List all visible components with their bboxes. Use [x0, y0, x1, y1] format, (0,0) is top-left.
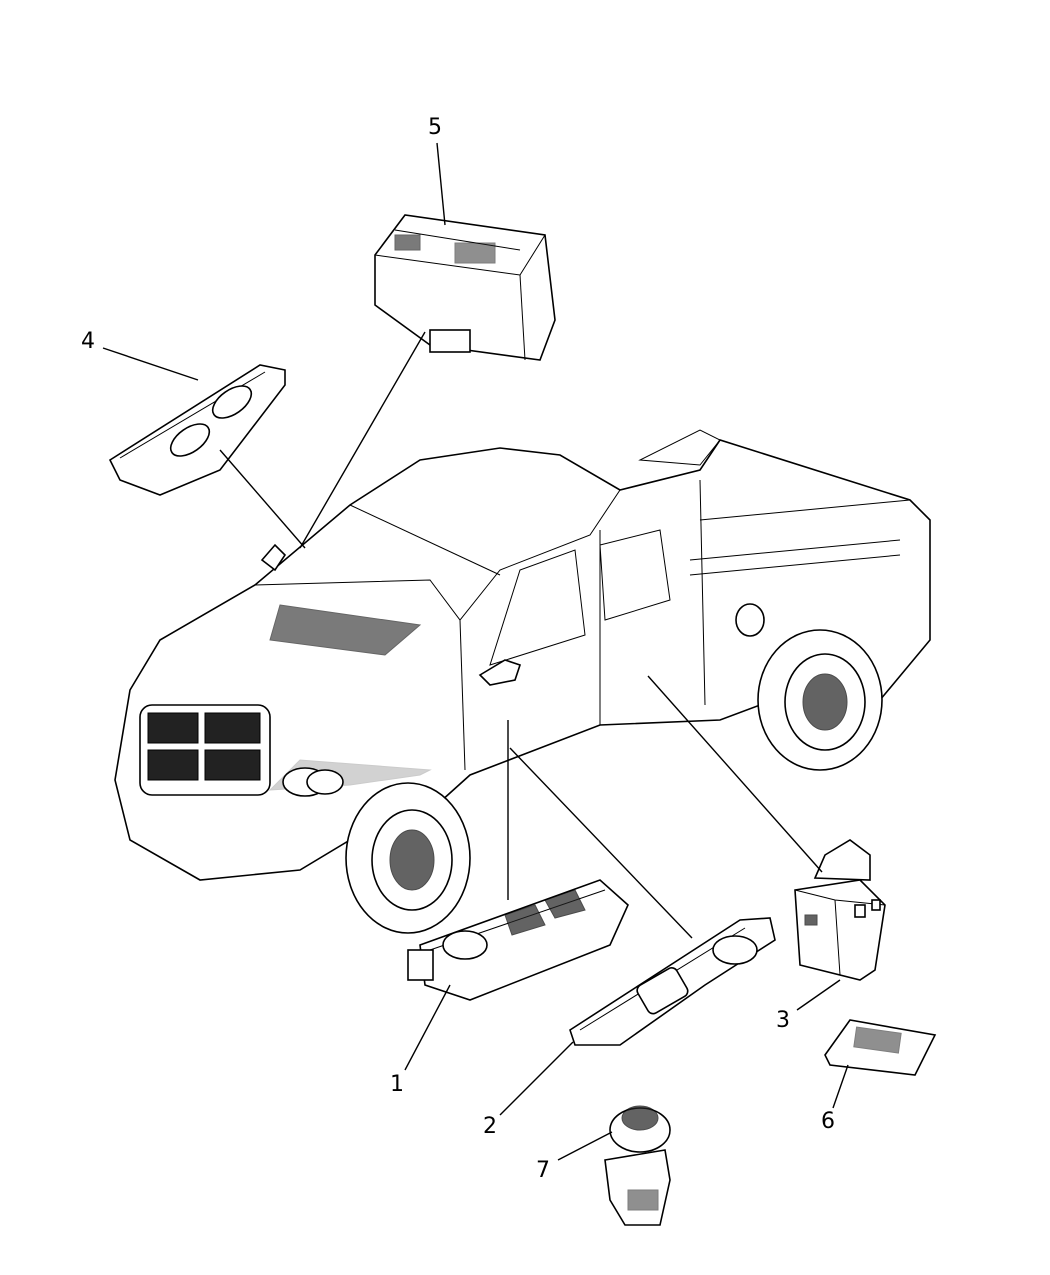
part-3-switch	[794, 839, 886, 981]
leader-lines	[102, 142, 849, 1161]
pickup-truck-illustration	[114, 429, 931, 934]
part-2-switch-bezel	[569, 917, 776, 1046]
callout-2: 2	[483, 1114, 497, 1139]
callout-3: 3	[776, 1008, 790, 1033]
part-5-switch-module	[374, 214, 556, 361]
part-4-switch-bezel	[108, 364, 286, 496]
callout-4: 4	[81, 329, 95, 354]
callout-7: 7	[536, 1158, 550, 1183]
part-6-switch	[824, 1019, 937, 1076]
callout-1: 1	[390, 1072, 404, 1097]
callout-6: 6	[821, 1109, 835, 1134]
part-7-switch-knob	[604, 1105, 671, 1226]
part-1-switch-assembly	[407, 879, 629, 1001]
callout-5: 5	[428, 115, 442, 140]
